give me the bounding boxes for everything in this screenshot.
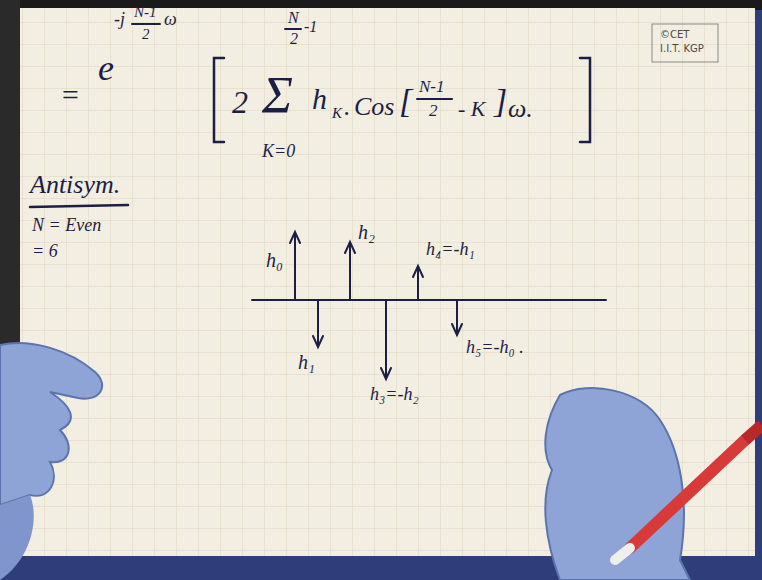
exponential-base: e — [98, 50, 114, 86]
pen — [615, 425, 762, 560]
sample-label: h₃=-h₂ — [370, 385, 419, 403]
stem-down — [313, 300, 323, 347]
time-axis — [252, 299, 606, 301]
condition-note: = 6 — [32, 242, 58, 260]
cosine-term: Cos — [354, 94, 394, 120]
stem-down — [452, 300, 462, 335]
underline — [30, 205, 128, 207]
limit-denominator: 2 — [290, 31, 298, 47]
stem-up — [290, 232, 300, 300]
left-glove — [0, 343, 102, 580]
sample-label: h₁ — [298, 352, 315, 372]
logo-text: I.I.T. KGP — [660, 44, 704, 54]
bracket: ] — [494, 84, 507, 118]
exponent-numerator: N-1 — [134, 5, 157, 20]
fraction-bar — [417, 98, 452, 100]
big-bracket — [214, 58, 224, 142]
sample-label: h₄=-h₁ — [426, 240, 475, 258]
sample-label: h₀ — [266, 250, 283, 270]
condition-note: N = Even — [32, 216, 101, 234]
exponent-denominator: 2 — [142, 27, 150, 42]
handwritten-strokes — [30, 24, 606, 379]
right-glove — [545, 388, 690, 580]
stem-up — [413, 266, 423, 300]
summation-sign: Σ — [262, 70, 293, 122]
subscript: K — [332, 106, 342, 121]
coefficient: 2 — [232, 86, 248, 118]
equals-sign: = — [60, 80, 80, 110]
fraction-numerator: N-1 — [419, 78, 445, 95]
exponent-term: -j — [114, 10, 125, 28]
product-dot: . — [344, 94, 351, 120]
limit-numerator: N — [288, 10, 299, 26]
sample-label: h₅=-h₀ . — [466, 338, 524, 356]
section-heading: Antisym. — [30, 172, 120, 198]
logo-frame — [652, 24, 718, 62]
fraction-term: - K — [458, 98, 486, 120]
limit-term: -1 — [304, 19, 317, 35]
lower-limit: K=0 — [262, 142, 295, 160]
stem-up — [345, 242, 355, 300]
sample-label: h₂ — [358, 222, 375, 242]
stem-down — [381, 300, 391, 379]
big-bracket — [580, 58, 590, 142]
coefficient-symbol: h — [312, 84, 327, 114]
bracket: [ — [399, 84, 412, 118]
fraction-bar — [285, 28, 301, 30]
fraction-bar — [132, 23, 160, 25]
fraction-denominator: 2 — [429, 102, 438, 119]
logo-text: ©CET — [660, 30, 689, 40]
frequency-symbol: ω. — [508, 96, 533, 122]
exponent-term: ω — [164, 10, 177, 28]
